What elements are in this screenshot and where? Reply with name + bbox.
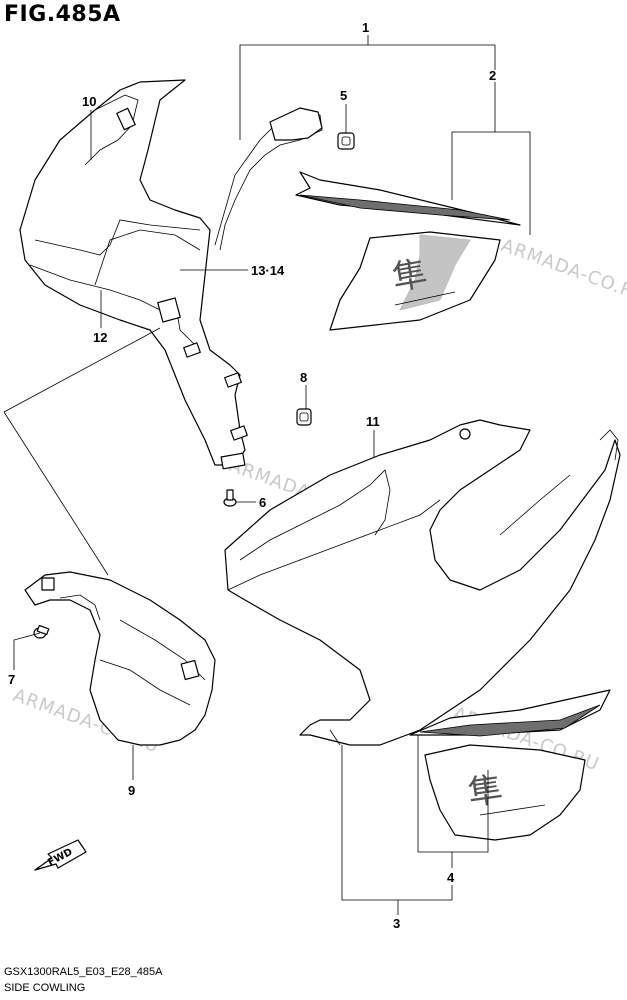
part-10-inner-cowling [19,79,323,470]
part-12-panel-edge [94,229,201,286]
callout-11: 11 [366,414,380,429]
callout-6: 6 [259,495,266,510]
callout-3: 3 [393,916,400,931]
diagram-code: GSX1300RAL5_E03_E28_485A [4,966,163,978]
part-4-lower-decal: 隼 [409,689,611,841]
callout-12: 12 [93,330,107,345]
callout-7: 7 [8,672,15,687]
callout-13-14: 13·14 [251,263,285,278]
fwd-arrow-icon: FWD [34,839,87,871]
kanji-logo-lower: 隼 [466,770,505,814]
leader-lines [3,35,531,915]
part-5-nut [337,132,355,150]
part-11-side-cowling [224,419,621,746]
callout-10: 10 [82,94,96,109]
callout-8: 8 [300,370,307,385]
part-6-screw [223,489,237,507]
part-8-nut [296,408,312,426]
part-9-lower-panel [24,571,216,746]
callout-5: 5 [340,88,347,103]
part-2-upper-decal: 隼 [295,171,521,331]
callout-1: 1 [362,20,369,35]
part-7-rivet [33,624,50,639]
callout-2: 2 [489,68,496,83]
kanji-logo-upper: 隼 [390,254,430,299]
watermark-text: ARMADA-CO.RU [498,235,627,307]
figure-title: FIG.485A [4,2,121,27]
callout-9: 9 [128,783,135,798]
callout-4: 4 [447,870,455,885]
callout-numbers: 1 2 5 10 13·14 12 8 11 6 7 9 4 3 [8,20,496,931]
diagram-subtitle: SIDE COWLING [4,982,86,994]
